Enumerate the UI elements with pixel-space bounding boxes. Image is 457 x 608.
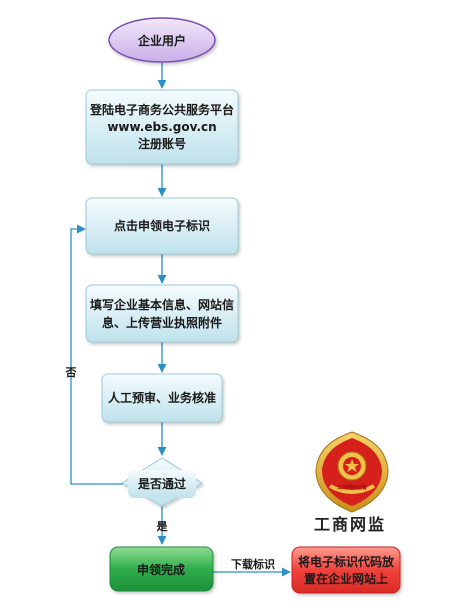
node-decision-label: 是否通过 xyxy=(137,476,186,491)
node-login-line-1: 登陆电子商务公共服务平台 xyxy=(89,102,234,117)
node-decision: 是否通过 xyxy=(121,457,203,507)
node-login-line-3: 注册账号 xyxy=(138,136,186,151)
node-apply-label: 点击申领电子标识 xyxy=(114,218,210,233)
edge-label-no: 否 xyxy=(65,366,77,379)
node-place-code-line-1: 将电子标识代码放 xyxy=(298,554,395,569)
node-apply: 点击申领电子标识 xyxy=(85,197,239,255)
node-review: 人工预审、业务核准 xyxy=(101,373,223,423)
edge-decision-no-loop xyxy=(70,224,123,485)
badge: 工商网络监督 工商网监 xyxy=(314,431,389,534)
node-fill-info: 填写企业基本信息、网站信 息、上传营业执照附件 xyxy=(85,284,239,343)
node-start: 企业用户 xyxy=(108,17,216,63)
node-place-code: 将电子标识代码放 置在企业网站上 xyxy=(291,546,401,594)
node-complete: 申领完成 xyxy=(109,546,214,592)
badge-emblem-text: 工商网络监督 xyxy=(337,484,368,491)
node-start-label: 企业用户 xyxy=(137,33,186,48)
node-complete-label: 申领完成 xyxy=(137,562,185,577)
node-login: 登陆电子商务公共服务平台 www.ebs.gov.cn 注册账号 xyxy=(85,89,239,165)
node-fill-info-line-2: 息、上传营业执照附件 xyxy=(102,315,222,330)
node-fill-info-line-1: 填写企业基本信息、网站信 xyxy=(90,297,234,312)
edge-label-yes: 是 xyxy=(156,520,169,533)
node-login-line-2: www.ebs.gov.cn xyxy=(107,120,216,134)
node-place-code-line-2: 置在企业网站上 xyxy=(304,571,388,586)
red-shield-emblem-icon: 工商网络监督 xyxy=(315,431,389,513)
badge-label: 工商网监 xyxy=(314,515,386,534)
node-review-label: 人工预审、业务核准 xyxy=(108,390,216,405)
edge-label-download: 下载标识 xyxy=(231,557,275,571)
